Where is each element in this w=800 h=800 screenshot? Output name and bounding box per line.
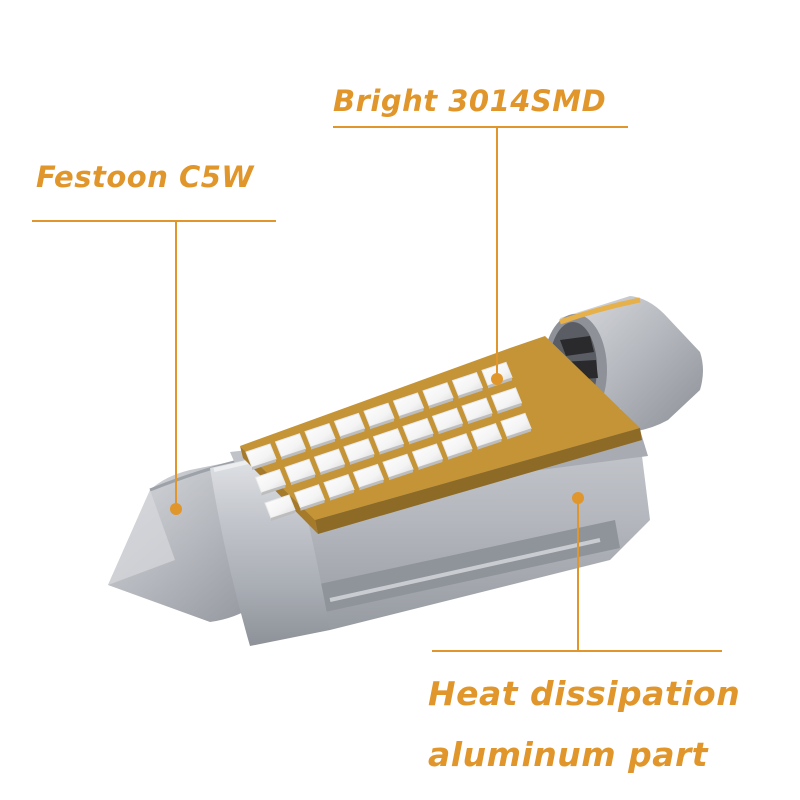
smd-led-chip-edge (379, 443, 404, 455)
smd-led-chip-edge (281, 448, 306, 460)
heat-dot (572, 492, 584, 504)
smd-led-chip-edge (350, 453, 374, 465)
smd-led-chip-edge (497, 402, 522, 414)
smd-led-chip-edge (370, 418, 394, 430)
heat-dissipation-label-line2: aluminum part (428, 735, 709, 774)
smd-led-chip-edge (448, 448, 472, 460)
festoon-label: Festoon C5W (36, 160, 254, 194)
smd-led-chip-edge (359, 479, 384, 491)
smd-led-chip-edge (300, 499, 325, 511)
led-grid (245, 361, 532, 521)
heat-dissipation-label-line1: Heat dissipation (428, 674, 741, 713)
smd-label: Bright 3014SMD (333, 84, 607, 118)
smd-led-chip-edge (468, 413, 492, 425)
smd-led-chip-edge (261, 484, 286, 496)
smd-led-chip-edge (271, 510, 295, 521)
smd-led-chip-edge (429, 397, 453, 409)
smd-led-chip-edge (320, 464, 345, 476)
smd-led-chip-edge (418, 459, 443, 470)
smd-led-chip-edge (291, 474, 315, 486)
smd-led-chip-edge (340, 428, 365, 440)
smd-led-chip-edge (477, 438, 502, 450)
smd-led-chip-edge (507, 428, 531, 440)
smd-led-chip-edge (389, 469, 413, 481)
smd-led-chip-edge (438, 423, 463, 435)
smd-led-chip-edge (409, 433, 433, 445)
festoon-dot (170, 503, 182, 515)
smd-dot (491, 373, 503, 385)
smd-led-chip-edge (252, 459, 276, 470)
smd-led-chip-edge (311, 438, 335, 450)
smd-led-chip-edge (399, 408, 424, 419)
smd-led-chip-edge (330, 489, 354, 501)
callout-lines (32, 126, 722, 652)
smd-led-chip-edge (458, 387, 483, 399)
